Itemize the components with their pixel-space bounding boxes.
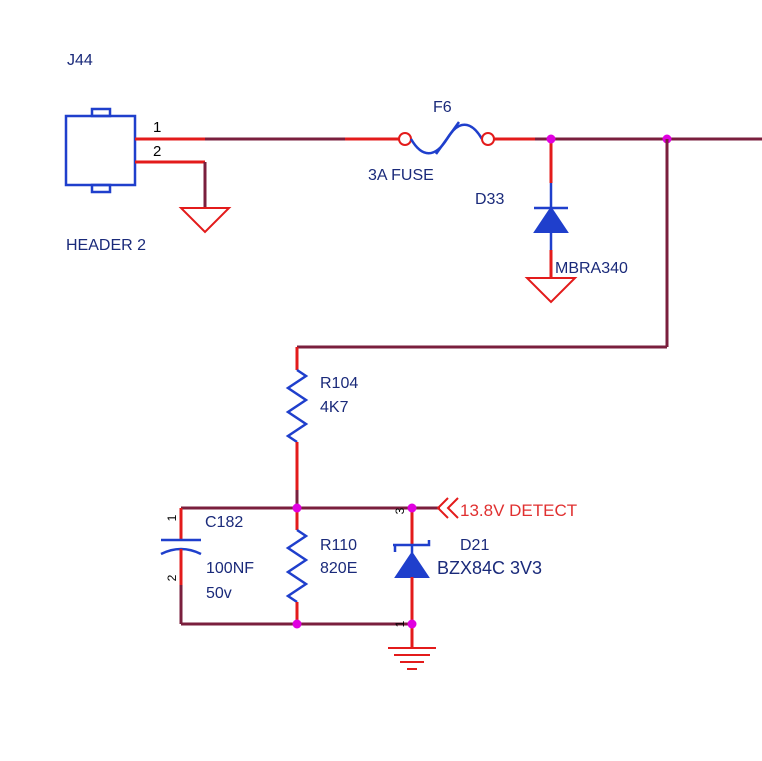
junction-dot bbox=[546, 134, 556, 144]
junction-dot bbox=[407, 619, 417, 629]
junction-dot bbox=[292, 619, 302, 629]
d33-ref-label: D33 bbox=[475, 191, 504, 208]
connector-j44[interactable] bbox=[64, 107, 137, 194]
d21-pin3-label: 3 bbox=[393, 507, 407, 514]
junction-dot bbox=[292, 503, 302, 513]
ground-triangle-icon bbox=[178, 207, 232, 234]
junction-dot bbox=[407, 503, 417, 513]
ground-earth-icon bbox=[388, 647, 436, 670]
resistor-r104[interactable] bbox=[285, 368, 309, 444]
c182-ref-label: C182 bbox=[205, 514, 243, 531]
f6-terminal-left bbox=[398, 132, 412, 146]
c182-value-label: 100NF bbox=[206, 560, 254, 577]
j44-value-label: HEADER 2 bbox=[66, 237, 146, 254]
zener-diode-d21[interactable] bbox=[393, 540, 431, 578]
resistor-r110[interactable] bbox=[285, 528, 309, 604]
f6-cross-mark bbox=[434, 121, 461, 155]
r110-ref-label: R110 bbox=[320, 537, 357, 554]
f6-value-label: 3A FUSE bbox=[368, 167, 434, 184]
c182-voltage-label: 50v bbox=[206, 585, 232, 602]
r104-ref-label: R104 bbox=[320, 375, 358, 392]
net-port-icon[interactable] bbox=[436, 497, 459, 519]
d21-pin1-label: 1 bbox=[393, 620, 407, 627]
d33-value-label: MBRA340 bbox=[555, 260, 628, 277]
f6-ref-label: F6 bbox=[433, 99, 452, 116]
diode-d33[interactable] bbox=[533, 183, 569, 250]
j44-pin1-label: 1 bbox=[153, 119, 161, 136]
d21-value-label: BZX84C 3V3 bbox=[437, 558, 542, 578]
net-label-detect[interactable]: 13.8V DETECT bbox=[460, 501, 577, 520]
c182-pin1-label: 1 bbox=[165, 514, 179, 521]
ground-triangle-icon bbox=[524, 277, 578, 304]
r110-value-label: 820E bbox=[320, 560, 357, 577]
d21-ref-label: D21 bbox=[460, 537, 489, 554]
c182-pin2-label: 2 bbox=[165, 574, 179, 581]
j44-pin2-label: 2 bbox=[153, 143, 161, 160]
j44-ref-label: J44 bbox=[67, 52, 93, 69]
f6-terminal-right bbox=[481, 132, 495, 146]
r104-value-label: 4K7 bbox=[320, 399, 349, 416]
